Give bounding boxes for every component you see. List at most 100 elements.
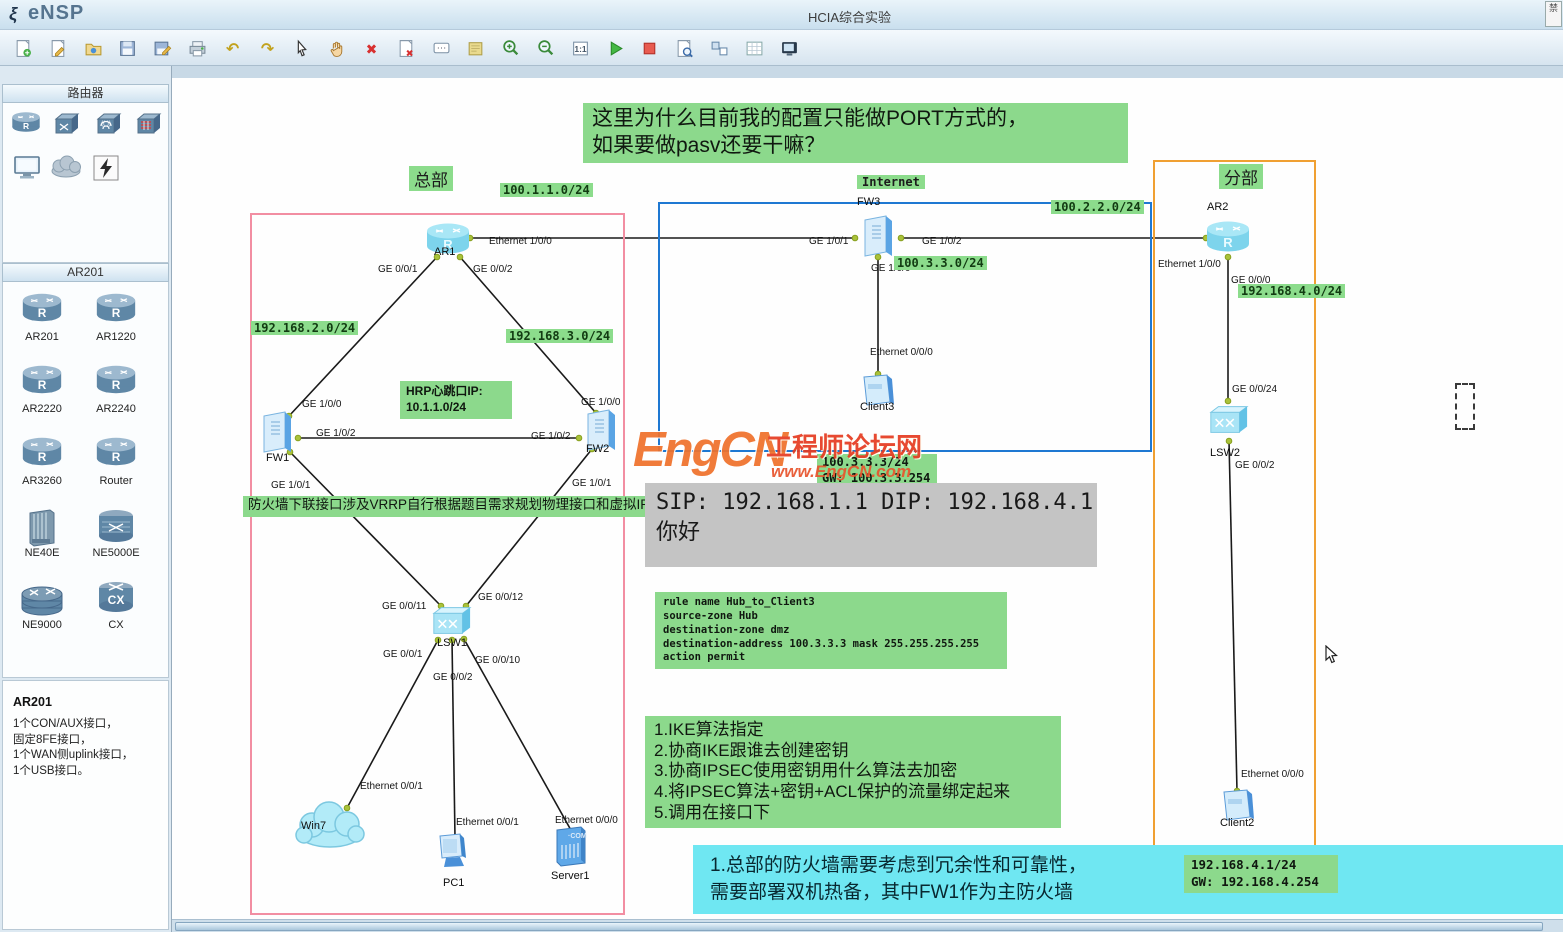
start-devices-icon[interactable] [602,35,629,62]
mouse-cursor [1325,644,1338,669]
app-logo-text: eNSP [28,2,85,24]
branch-zone-label[interactable]: 分部 [1219,164,1263,189]
security-category-icon[interactable] [135,111,163,142]
port-label: Ethernet 0/0/0 [870,347,933,358]
cloud-category-icon[interactable] [49,155,83,184]
save-as-icon[interactable] [149,35,176,62]
node-LSW1[interactable] [430,603,472,644]
node-FW2[interactable] [583,408,619,457]
terminal-category-icon[interactable] [13,155,43,186]
save-topology-icon[interactable] [114,35,141,62]
zoom-out-icon[interactable] [532,35,559,62]
delete-links-tool-icon[interactable]: ✖ [393,35,420,62]
node-AR1[interactable]: R [425,222,471,260]
node-FW1[interactable] [259,410,295,459]
export-device-config-icon[interactable] [184,35,211,62]
hrp-note[interactable]: HRP心跳口IP:10.1.1.0/24 [400,381,512,419]
link-line[interactable] [346,639,439,809]
device-item-ne9000[interactable]: NE9000 [7,580,77,631]
router-category-icon[interactable]: R [11,111,41,140]
tile-windows-icon[interactable] [706,35,733,62]
device-item-ne5000e[interactable]: NE5000E [81,508,151,559]
link-line[interactable] [463,638,573,833]
device-description-line: 固定8FE接口， [13,733,92,746]
port-label: GE 0/0/2 [473,264,513,275]
link-line[interactable] [451,639,456,839]
sidebar-category-header[interactable]: 路由器 [2,84,169,103]
port-endpoint-dot [897,234,905,242]
internet-zone[interactable] [658,202,1152,452]
console-icon[interactable] [776,35,803,62]
node-AR2[interactable]: R [1205,220,1251,258]
node-PC1[interactable] [434,830,474,877]
network-label[interactable]: 192.168.3.0/24 [506,329,614,343]
link-line[interactable] [1228,440,1238,792]
delete-tool-icon[interactable]: ✖ [358,35,385,62]
show-grid-icon[interactable] [741,35,768,62]
device-item-ne40e[interactable]: NE40E [7,508,77,559]
new-topology-icon[interactable] [10,35,37,62]
switch-category-icon[interactable] [53,111,81,142]
sidebar-series-header[interactable]: AR201 [2,263,169,282]
vrrp-note[interactable]: 防火墙下联接口涉及VRRP自行根据题目需求规划物理接口和虚拟IP [243,496,653,517]
port-label: GE 1/0/0 [302,399,342,410]
stop-devices-icon[interactable] [636,35,663,62]
window-title: HCIA综合实验 [808,10,892,25]
internet-zone-label[interactable]: Internet [857,175,925,189]
network-label[interactable]: 100.1.1.0/24 [500,183,593,197]
redo-icon[interactable]: ↷ [254,35,281,62]
node-Server1[interactable]: ·COM [552,823,590,872]
node-Client2[interactable] [1220,787,1256,830]
zoom-reset-icon[interactable]: 1:1 [567,35,594,62]
select-tool-icon[interactable] [288,35,315,62]
link-line[interactable] [465,448,593,607]
device-item-label: NE9000 [22,619,62,631]
cloud-icon [295,801,365,848]
network-label[interactable]: 100.3.3.0/24 [894,256,987,270]
device-connect-icon[interactable] [93,155,119,186]
client-icon [863,374,894,406]
ha-note[interactable]: 1.总部的防火墙需要考虑到冗余性和可靠性，需要部署双机热备，其中FW1作为主防火… [693,845,1563,915]
text-tool-icon[interactable]: ··· [428,35,455,62]
port-label: GE 0/0/24 [1232,384,1278,395]
network-label[interactable]: 192.168.2.0/24 [251,321,359,335]
port-pasv-question[interactable]: 这里为什么目前我的配置只能做PORT方式的，如果要做pasv还要干嘛？ [583,103,1128,163]
node-FW3[interactable] [860,214,896,263]
wlan-category-icon[interactable]: (( )) [95,111,123,142]
device-icon-ar201: R [7,292,77,330]
packet-capture-icon[interactable] [671,35,698,62]
node-LSW2[interactable] [1207,402,1249,443]
client3-ip-label-line: 100.3.3.3/24 [822,455,909,469]
svg-text:···: ··· [436,43,446,54]
pan-tool-icon[interactable] [323,35,350,62]
zoom-in-icon[interactable] [497,35,524,62]
scrollbar-thumb[interactable] [175,922,1543,931]
hq-zone[interactable] [250,213,625,915]
horizontal-scrollbar[interactable] [172,919,1563,932]
network-label[interactable]: 100.2.2.0/24 [1051,200,1144,214]
link-line[interactable] [288,256,438,417]
new-test-paper-icon[interactable] [45,35,72,62]
undo-icon[interactable]: ↶ [219,35,246,62]
open-topology-icon[interactable] [80,35,107,62]
node-Client3[interactable] [860,372,896,415]
hq-zone-label[interactable]: 总部 [409,166,453,191]
network-label[interactable]: 192.168.4.0/24 [1238,284,1346,298]
security-rule-note[interactable]: rule name Hub_to_Client3 source-zone Hub… [655,592,1007,670]
link-line[interactable] [289,451,442,607]
node-Win7[interactable] [292,797,368,856]
note-tool-icon[interactable] [462,35,489,62]
svg-text:↶: ↶ [226,41,239,58]
